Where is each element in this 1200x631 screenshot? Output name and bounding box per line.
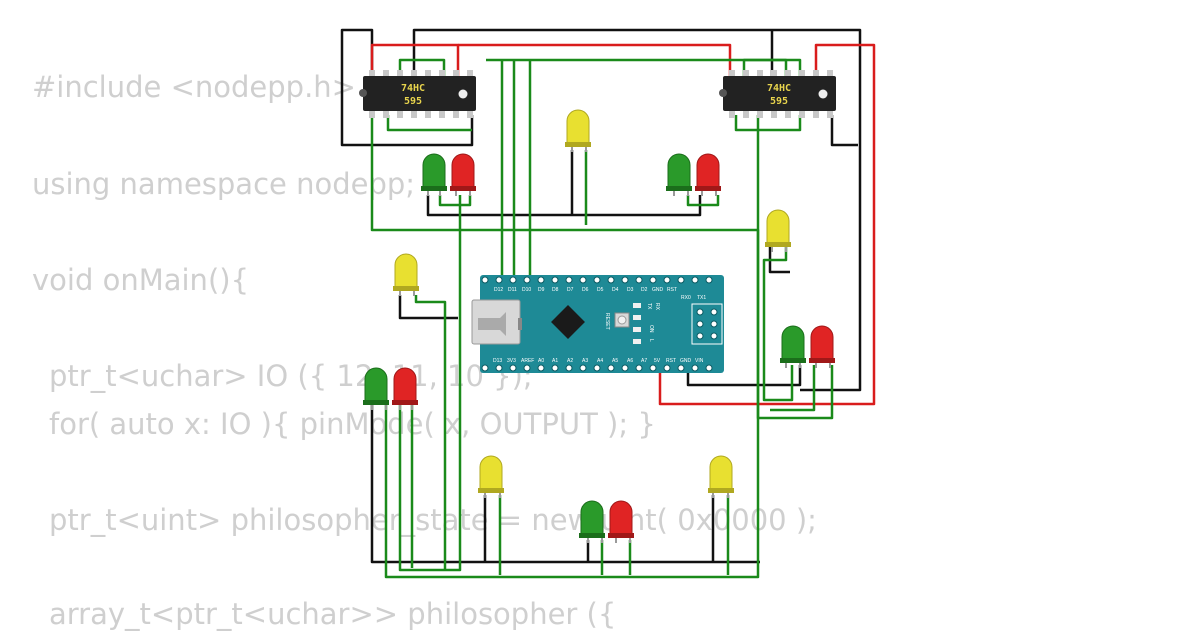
wire-red [370,43,460,78]
usb-port-opening [478,312,506,336]
tx-led [633,303,641,308]
led-green [421,153,447,196]
pin-label-d2: D2 [641,287,648,293]
wire-black [370,405,760,564]
code-line-io: ptr_t<uchar> IO ({ 12, 11, 10 }); [49,359,533,393]
wire-black [686,365,802,387]
pin-label-gnd-top: GND [652,287,664,293]
shift-register-2: 74HC 595 [719,70,836,118]
wire-green [438,195,472,207]
tx-led-label: TX [646,303,652,310]
microcontroller-chip [551,305,585,339]
wire-black [830,115,858,147]
pin-label-d8: D8 [552,287,559,293]
led-yellow [565,109,591,152]
pin-label-d5: D5 [597,287,604,293]
pin-label-a7: A7 [641,358,647,364]
wires [340,28,876,579]
pin-label-tx1: TX1 [697,295,706,301]
wire-green [756,115,834,420]
power-led [633,327,641,332]
pin-label-vin: VIN [695,358,704,364]
pin-label-a3: A3 [582,358,588,364]
pin-label-d13: D13 [493,358,502,364]
rx-led [633,315,641,320]
l-led [633,339,641,344]
pin-label-a5: A5 [612,358,618,364]
l-led-label: L [648,339,654,342]
code-line-onmain: void onMain(){ [32,263,250,297]
pin-label-a1: A1 [552,358,558,364]
board-header-pins [481,276,713,372]
wire-black [768,245,790,274]
led-red [695,153,721,196]
pin-label-d12: D12 [494,287,503,293]
led-red [450,153,476,196]
led-green [666,153,692,196]
led-green [579,500,605,543]
led-group [363,109,835,543]
pin-label-d9: D9 [538,287,545,293]
wire-green [414,295,447,570]
pin-label-a2: A2 [567,358,573,364]
icsp-header [691,303,723,345]
pin-label-rx0: RX0 [681,295,691,301]
wire-green [398,195,462,572]
reset-label: RESET [604,313,610,330]
pin-label-aref: AREF [521,358,534,364]
pin-label-rst-bottom: RST [666,358,676,364]
wire-red [658,43,876,406]
chip-2-label-line1: 74HC [767,83,791,94]
wire-red [458,43,732,78]
pin-label-d4: D4 [612,287,619,293]
pin-label-gnd-bottom: GND [680,358,692,364]
arduino-nano-board: D12 D11 D10 D9 D8 D7 D6 D5 D4 D3 D2 GND … [471,275,724,373]
pin-label-d7: D7 [567,287,574,293]
wire-green [770,365,816,412]
pin-label-a0: A0 [538,358,544,364]
led-yellow [708,455,734,498]
led-red [608,500,634,543]
wire-green [734,115,802,132]
code-line-include: #include <nodepp.h> [32,70,356,104]
pin-label-d6: D6 [582,287,589,293]
chip-1-label-line1: 74HC [401,83,425,94]
reset-button-cap [617,315,627,325]
wire-green [762,245,794,402]
pin-label-5v: 5V [654,358,661,364]
pin-label-a6: A6 [627,358,633,364]
pin-label-d11: D11 [508,287,517,293]
led-green [363,367,389,410]
led-red [392,367,418,410]
led-green [780,325,806,368]
led-yellow [478,455,504,498]
wire-black [398,295,458,320]
pin-label-d10: D10 [522,287,531,293]
code-line-array: array_t<ptr_t<uchar>> philosopher ({ [49,597,617,631]
led-red [809,325,835,368]
pin-label-a4: A4 [597,358,603,364]
wire-green [742,58,802,78]
shift-register-1: 74HC 595 [359,70,476,118]
pin-label-rst-top: RST [667,287,677,293]
on-led-label: ON [648,325,654,333]
wire-black [340,28,474,147]
code-line-namespace: using namespace nodepp; [32,167,416,201]
pin-label-d3: D3 [627,287,634,293]
rx-led-label: RX [654,303,660,311]
led-yellow [765,209,791,252]
pin-label-3v3: 3V3 [507,358,516,364]
wire-green [398,58,446,78]
wire-green [686,195,720,207]
led-yellow [393,253,419,296]
chip-2-label-line2: 595 [770,96,788,107]
wire-green [386,115,472,132]
chip-1-label-line2: 595 [404,96,422,107]
